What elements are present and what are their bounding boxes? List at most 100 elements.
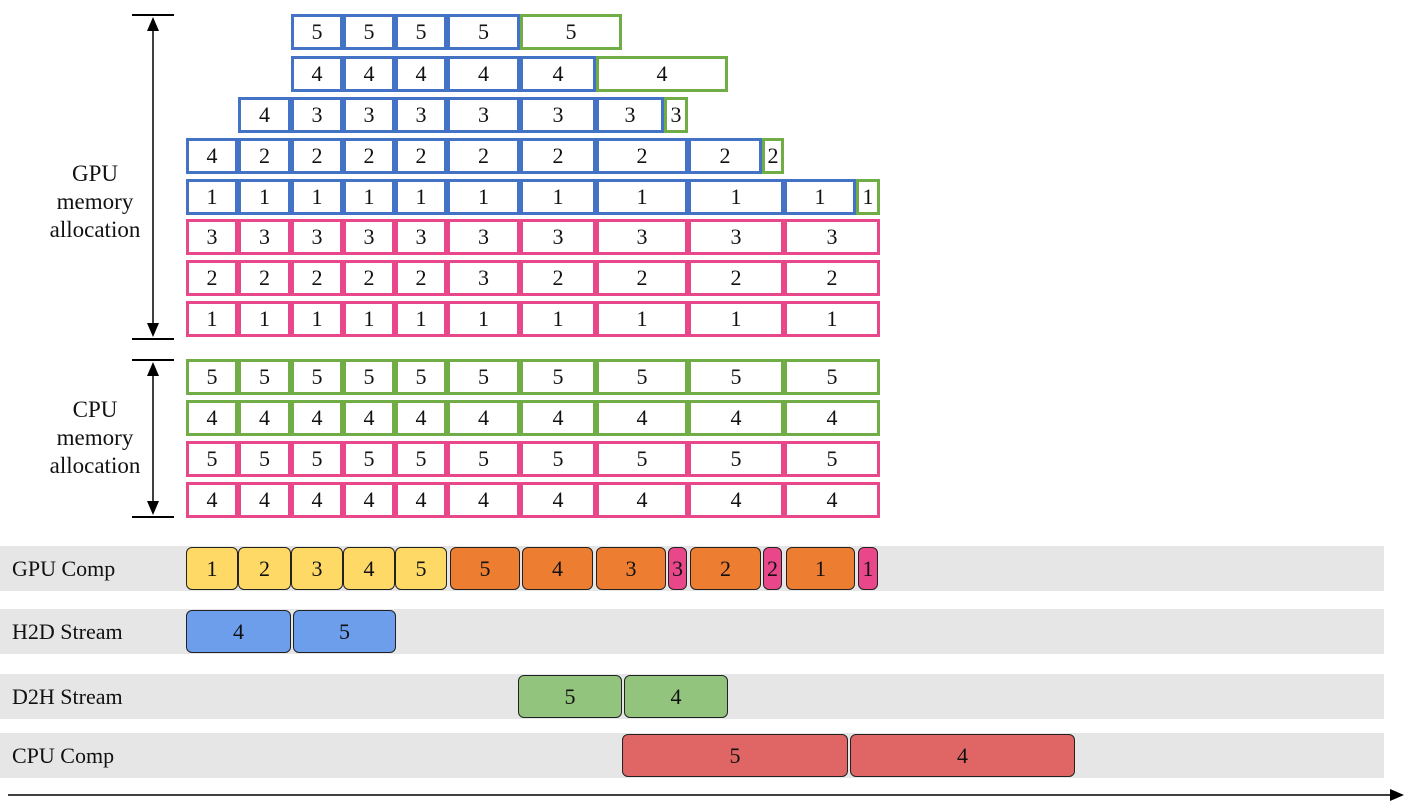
gpu-memory-cell: 1 bbox=[447, 179, 520, 215]
lane-label: CPU Comp bbox=[12, 742, 115, 768]
gpu-label-line: GPU bbox=[71, 161, 118, 186]
gpu-memory-cell: 1 bbox=[596, 301, 688, 337]
lane-block: 5 bbox=[450, 547, 520, 590]
gpu-memory-cell: 3 bbox=[664, 97, 688, 133]
cpu-memory-cell: 5 bbox=[238, 359, 291, 395]
lane-block: 5 bbox=[395, 547, 447, 590]
gpu-memory-cell: 2 bbox=[520, 260, 596, 296]
gpu-memory-cell: 3 bbox=[395, 219, 447, 255]
gpu-memory-cell: 2 bbox=[343, 138, 395, 174]
cpu-memory-cell: 5 bbox=[343, 441, 395, 477]
gpu-memory-cell: 1 bbox=[395, 301, 447, 337]
cpu-memory-cell: 4 bbox=[688, 482, 784, 518]
cpu-memory-cell: 5 bbox=[688, 441, 784, 477]
gpu-memory-cell: 2 bbox=[291, 138, 343, 174]
gpu-memory-cell: 4 bbox=[238, 97, 291, 133]
gpu-memory-cell: 3 bbox=[343, 97, 395, 133]
gpu-memory-cell: 1 bbox=[291, 301, 343, 337]
lane-block: 5 bbox=[293, 610, 396, 653]
gpu-memory-cell: 4 bbox=[343, 56, 395, 92]
cpu-memory-cell: 4 bbox=[395, 482, 447, 518]
cpu-memory-cell: 4 bbox=[186, 482, 238, 518]
cpu-memory-cell: 5 bbox=[520, 359, 596, 395]
lane-block: 5 bbox=[622, 734, 848, 777]
lane-block: 1 bbox=[186, 547, 238, 590]
gpu-memory-cell: 3 bbox=[395, 97, 447, 133]
gpu-memory-cell: 2 bbox=[762, 138, 784, 174]
cpu-memory-cell: 4 bbox=[520, 400, 596, 436]
cpu-memory-cell: 5 bbox=[447, 359, 520, 395]
gpu-label-line: allocation bbox=[49, 217, 141, 242]
time-axis-arrowhead bbox=[1390, 789, 1404, 801]
cpu-memory-cell: 5 bbox=[395, 359, 447, 395]
cpu-memory-cell: 4 bbox=[395, 400, 447, 436]
lane-block: 3 bbox=[668, 547, 687, 590]
gpu-memory-cell: 5 bbox=[291, 14, 343, 50]
lane-block: 1 bbox=[858, 547, 878, 590]
cpu-memory-cell: 5 bbox=[395, 441, 447, 477]
cpu-memory-cell: 4 bbox=[186, 400, 238, 436]
gpu-memory-cell: 1 bbox=[520, 301, 596, 337]
cpu-arrowhead-down bbox=[147, 501, 159, 515]
lane-block: 2 bbox=[690, 547, 761, 590]
gpu-memory-cell: 4 bbox=[395, 56, 447, 92]
gpu-memory-cell: 4 bbox=[186, 138, 238, 174]
cpu-memory-cell: 4 bbox=[784, 482, 880, 518]
cpu-memory-cell: 5 bbox=[596, 441, 688, 477]
gpu-memory-cell: 3 bbox=[596, 219, 688, 255]
gpu-memory-cell: 3 bbox=[520, 97, 596, 133]
cpu-memory-cell: 5 bbox=[186, 441, 238, 477]
lane-label: D2H Stream bbox=[12, 683, 123, 709]
gpu-memory-cell: 3 bbox=[238, 219, 291, 255]
gpu-memory-cell: 1 bbox=[447, 301, 520, 337]
lane-block: 1 bbox=[786, 547, 855, 590]
cpu-memory-cell: 5 bbox=[343, 359, 395, 395]
lane-block: 3 bbox=[291, 547, 343, 590]
gpu-memory-cell: 1 bbox=[238, 179, 291, 215]
gpu-memory-cell: 2 bbox=[688, 138, 762, 174]
gpu-memory-cell: 3 bbox=[784, 219, 880, 255]
cpu-memory-cell: 4 bbox=[343, 482, 395, 518]
lane-block: 4 bbox=[186, 610, 291, 653]
gpu-memory-cell: 3 bbox=[688, 219, 784, 255]
cpu-memory-cell: 5 bbox=[291, 359, 343, 395]
gpu-memory-cell: 2 bbox=[238, 138, 291, 174]
cpu-memory-cell: 4 bbox=[596, 400, 688, 436]
gpu-memory-cell: 1 bbox=[520, 179, 596, 215]
gpu-memory-cell: 1 bbox=[343, 301, 395, 337]
gpu-memory-cell: 2 bbox=[186, 260, 238, 296]
cpu-label-line: allocation bbox=[49, 453, 141, 478]
lane-block: 4 bbox=[343, 547, 395, 590]
gpu-memory-cell: 1 bbox=[856, 179, 880, 215]
gpu-memory-cell: 3 bbox=[343, 219, 395, 255]
gpu-memory-cell: 1 bbox=[186, 179, 238, 215]
gpu-memory-cell: 1 bbox=[688, 179, 784, 215]
cpu-memory-cell: 4 bbox=[447, 482, 520, 518]
gpu-memory-cell: 2 bbox=[238, 260, 291, 296]
gpu-memory-cell: 2 bbox=[596, 260, 688, 296]
cpu-memory-allocation-label: CPU memory allocation bbox=[40, 396, 150, 480]
gpu-memory-cell: 3 bbox=[447, 260, 520, 296]
gpu-memory-cell: 2 bbox=[520, 138, 596, 174]
cpu-label-line: CPU bbox=[72, 397, 118, 422]
cpu-memory-cell: 5 bbox=[784, 359, 880, 395]
cpu-memory-cell: 5 bbox=[238, 441, 291, 477]
gpu-memory-cell: 3 bbox=[520, 219, 596, 255]
cpu-memory-cell: 4 bbox=[784, 400, 880, 436]
cpu-memory-cell: 4 bbox=[291, 482, 343, 518]
gpu-memory-cell: 1 bbox=[291, 179, 343, 215]
gpu-memory-cell: 2 bbox=[395, 138, 447, 174]
cpu-memory-cell: 4 bbox=[447, 400, 520, 436]
cpu-memory-cell: 4 bbox=[291, 400, 343, 436]
gpu-memory-cell: 3 bbox=[447, 97, 520, 133]
lane-block: 5 bbox=[518, 675, 622, 718]
gpu-memory-cell: 5 bbox=[447, 14, 520, 50]
lane-block: 3 bbox=[596, 547, 666, 590]
cpu-memory-cell: 5 bbox=[596, 359, 688, 395]
gpu-memory-cell: 5 bbox=[395, 14, 447, 50]
lane-label: GPU Comp bbox=[12, 555, 116, 581]
gpu-memory-cell: 1 bbox=[238, 301, 291, 337]
gpu-memory-cell: 1 bbox=[784, 301, 880, 337]
gpu-memory-cell: 1 bbox=[688, 301, 784, 337]
